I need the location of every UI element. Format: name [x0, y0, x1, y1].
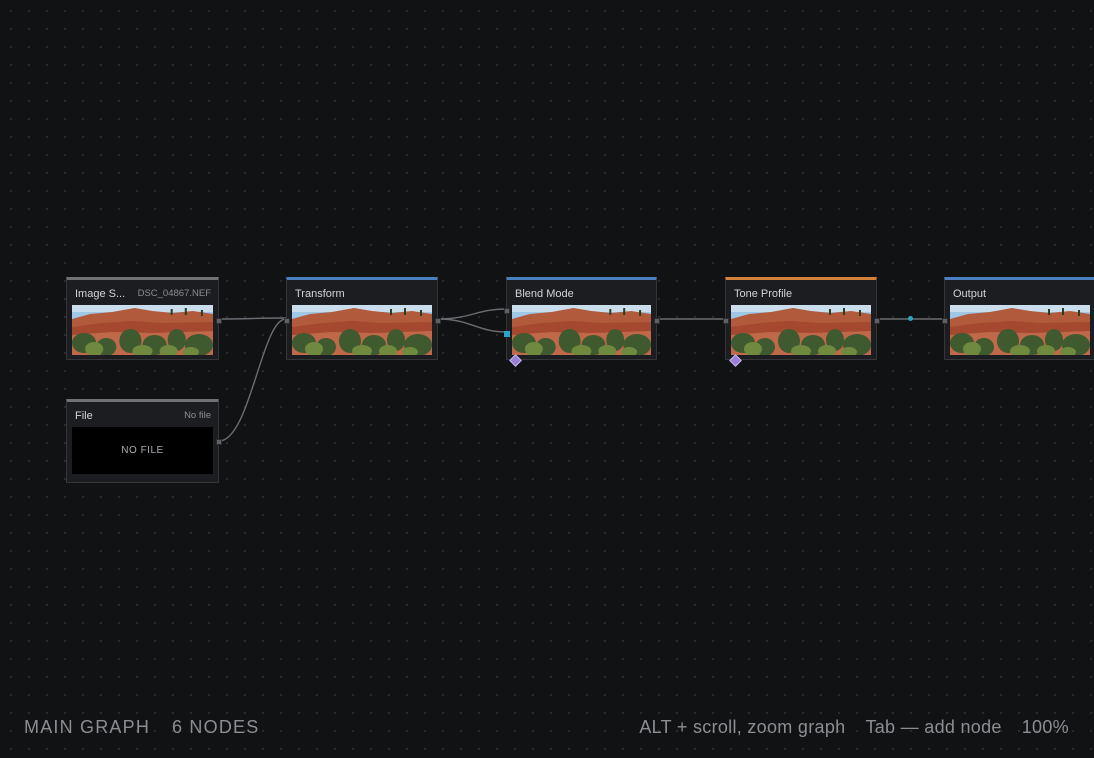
reroute-point[interactable]	[908, 316, 913, 321]
input-port[interactable]	[942, 318, 948, 324]
wire-image-to-transform	[218, 317, 287, 320]
add-node-hint: Tab — add node	[865, 717, 1002, 737]
node-header: Blend Mode	[515, 286, 649, 302]
node-file-status: No file	[184, 410, 211, 421]
node-transform[interactable]: Transform	[284, 277, 441, 360]
input-port-a[interactable]	[504, 308, 510, 314]
output-port[interactable]	[216, 318, 222, 324]
input-port-b[interactable]	[504, 331, 510, 337]
parameter-diamond-icon[interactable]	[509, 354, 522, 367]
graph-name: MAIN GRAPH	[24, 717, 151, 737]
node-count: 6 NODES	[172, 717, 260, 737]
node-title: Blend Mode	[515, 288, 574, 300]
node-output[interactable]: Output	[942, 277, 1094, 360]
node-tone-profile[interactable]: Tone Profile	[723, 277, 880, 367]
output-port[interactable]	[874, 318, 880, 324]
node-header: Image S... DSC_04867.NEF	[75, 286, 211, 302]
image-thumbnail	[72, 305, 213, 355]
zoom-level[interactable]: 100%	[1021, 717, 1069, 737]
node-title: File	[75, 410, 93, 422]
zoom-hint: ALT + scroll, zoom graph	[639, 717, 846, 737]
node-title: Image S...	[75, 288, 126, 300]
node-title: Transform	[295, 288, 345, 300]
no-file-placeholder[interactable]: NO FILE	[72, 427, 213, 474]
node-image-source[interactable]: Image S... DSC_04867.NEF	[66, 277, 222, 360]
node-file[interactable]: File No file NO FILE	[66, 399, 222, 483]
output-port[interactable]	[654, 318, 660, 324]
node-header: File No file	[75, 408, 211, 424]
image-thumbnail	[731, 305, 871, 355]
node-filename: DSC_04867.NEF	[137, 288, 211, 299]
node-title: Output	[953, 288, 987, 300]
image-thumbnail	[950, 305, 1090, 355]
node-header: Transform	[295, 286, 430, 302]
wire-transform-to-blend-b	[437, 318, 507, 333]
node-blend-mode[interactable]: Blend Mode	[504, 277, 660, 367]
node-header: Output	[953, 286, 1088, 302]
input-port[interactable]	[723, 318, 729, 324]
output-port[interactable]	[216, 439, 222, 445]
image-thumbnail	[512, 305, 651, 355]
output-port[interactable]	[435, 318, 441, 324]
node-title: Tone Profile	[734, 288, 793, 300]
parameter-diamond-icon[interactable]	[729, 354, 742, 367]
wire-file-to-transform	[218, 318, 287, 442]
status-bar: MAIN GRAPH 6 NODES ALT + scroll, zoom gra…	[0, 705, 1094, 749]
image-thumbnail	[292, 305, 432, 355]
wire-transform-to-blend-a	[437, 308, 507, 320]
hints: ALT + scroll, zoom graph Tab — add node 10…	[639, 717, 1069, 738]
node-header: Tone Profile	[734, 286, 869, 302]
graph-info: MAIN GRAPH 6 NODES	[24, 717, 259, 738]
input-port[interactable]	[284, 318, 290, 324]
